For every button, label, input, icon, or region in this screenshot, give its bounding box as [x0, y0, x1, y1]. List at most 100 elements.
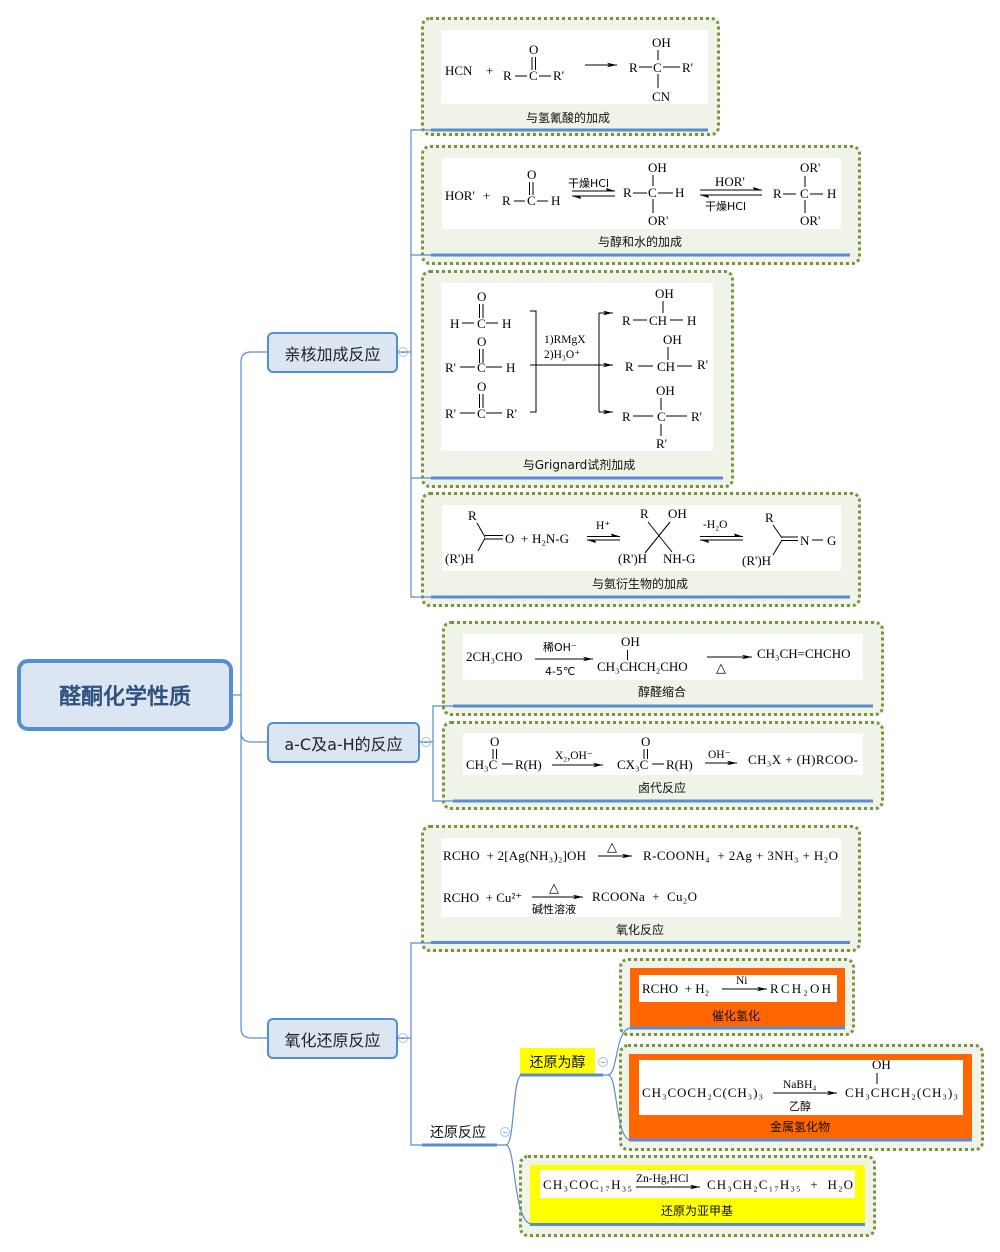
main-trunk-connector — [240, 351, 267, 1039]
card-caption: 催化氢化 — [712, 1008, 760, 1023]
atom-g: G — [827, 533, 836, 548]
arrow-condition-below: 碱性溶液 — [532, 902, 576, 916]
atom-h: H — [551, 193, 560, 208]
card-caption: 卤代反应 — [638, 780, 686, 795]
card-hcn-addition[interactable]: HCN + R C R' O R C R' OH — [421, 17, 720, 136]
ketone-structure: O R' C R' — [445, 379, 517, 421]
metal-hydride-equation: CH₃COCH₂C(CH₃)₃ NaBH₄ 乙醇 OH CH₃CHCH₂(CH₃… — [629, 1054, 972, 1142]
bond-line — [477, 537, 486, 552]
products: RCOONa + Cu₂O — [592, 889, 697, 904]
group-oh: OH — [668, 506, 687, 521]
card-aldol-condensation[interactable]: 2CH₃CHO 稀OH⁻ 4-5℃ OH CH₃CHCH₂CHO △ CH₃CH… — [442, 621, 884, 716]
topic-underline — [431, 253, 850, 257]
group-oh: OH — [621, 634, 640, 649]
heat-symbol: △ — [716, 660, 726, 675]
atom-r-prime: R' — [682, 60, 693, 75]
arrow-condition: H⁺ — [596, 520, 610, 532]
root-topic[interactable]: 醛酮化学性质 — [17, 659, 233, 731]
topic-redox[interactable]: 氧化还原反应 — [267, 1018, 398, 1059]
collapse-toggle-redox[interactable] — [398, 1033, 408, 1043]
atom-left: R' — [445, 360, 456, 375]
arrow-condition-below: 乙醇 — [789, 1099, 811, 1113]
reactant-bracket — [530, 310, 537, 413]
collapse-toggle-reduce-to-alcohol[interactable] — [598, 1057, 608, 1067]
oxidation-equations: RCHO + 2[Ag(NH₃)₂]OH △ R-COONH₄ + 2Ag + … — [431, 838, 850, 944]
atom-center: CH — [649, 313, 667, 328]
collapse-toggle-nucleophilic[interactable] — [398, 347, 408, 357]
card-halogenation[interactable]: CH₃C O R(H) X₂,OH⁻ CX₃C O R(H) OH⁻ CH₃X … — [442, 721, 884, 810]
card-caption: 与醇和水的加成 — [598, 234, 682, 249]
atom-c: C — [527, 193, 536, 208]
topic-reduction[interactable]: 还原反应 — [424, 1122, 492, 1142]
aldehyde-structure: O R' C H — [445, 334, 515, 375]
equilibrium-arrow-1: 干燥HCl — [568, 177, 615, 199]
alcohol-addition-equation: HOR' + R C H O 干燥HCl R C — [431, 158, 850, 257]
card-caption: 醇醛缩合 — [638, 684, 686, 699]
reagent-amine: H₂N-G — [532, 531, 569, 546]
ketone-structure: R C R' O — [503, 42, 564, 83]
group-rh: (R')H — [618, 551, 647, 566]
atom-right: H — [506, 360, 515, 375]
topic-label: a-C及a-H的反应 — [284, 734, 403, 754]
topic-underline — [453, 799, 873, 803]
group-oh: OH — [872, 1057, 891, 1072]
atom-c: C — [529, 68, 538, 83]
root-topic-label: 醛酮化学性质 — [58, 685, 191, 710]
heat-symbol: △ — [607, 839, 617, 854]
atom-c: C — [477, 360, 486, 375]
atom-right: H — [502, 316, 511, 331]
atom-c: C — [800, 186, 809, 201]
atom-o: O — [477, 289, 486, 304]
atom-r: R — [773, 186, 782, 201]
topic-nucleophilic-addition[interactable]: 亲核加成反应 — [267, 332, 398, 373]
group-or: OR' — [648, 213, 668, 228]
topic-label: 还原反应 — [430, 1125, 486, 1141]
group-oh: OH — [648, 160, 667, 175]
atom-center: C — [657, 409, 666, 424]
carbonyl-structure: R O (R')H — [445, 508, 514, 566]
atom-left: R — [625, 359, 634, 374]
group-cn: CN — [652, 89, 671, 104]
condition-step-1: 1)RMgX — [544, 334, 586, 346]
card-caption: 与Grignard试剂加成 — [523, 457, 635, 472]
topic-reduce-to-alcohol[interactable]: 还原为醇 — [520, 1048, 595, 1075]
topic-underline — [431, 941, 850, 944]
group-oh: OH — [652, 35, 671, 50]
group-right: R(H) — [515, 757, 542, 772]
group-nhg: NH-G — [663, 551, 696, 566]
atom-bottom: R' — [656, 436, 667, 451]
topic-underline — [530, 1223, 865, 1226]
card-alcohol-addition[interactable]: HOR' + R C H O 干燥HCl R C — [421, 145, 861, 265]
card-caption: 与氨衍生物的加成 — [592, 576, 688, 591]
equation-panel — [540, 1170, 855, 1198]
reactants: RCHO + H₂ — [642, 981, 709, 996]
hydrogenation-equation: RCHO + H₂ Ni RCH₂OH 催化氢化 — [630, 968, 845, 1030]
grignard-equation: O H C H O R' C H O — [431, 283, 723, 480]
atom-c: C — [477, 316, 486, 331]
collapse-toggle-alpha[interactable] — [421, 737, 431, 747]
atom-r: R — [503, 68, 512, 83]
trihalo-ketone-structure: CX₃C O R(H) — [617, 734, 693, 772]
topic-alpha-reactions[interactable]: a-C及a-H的反应 — [267, 722, 420, 763]
atom-center: CH — [657, 359, 675, 374]
card-reduce-to-methylene[interactable]: CH₃COC₁₇H₃₅ Zn-Hg,HCl CH₃CH₂C₁₇H₃₅ + H₂O… — [519, 1155, 876, 1237]
collapse-toggle-reduction[interactable] — [500, 1127, 510, 1137]
card-caption: 氧化反应 — [616, 922, 664, 937]
card-amine-addition[interactable]: R O (R')H + H₂N-G H⁺ R OH (R')H — [421, 492, 861, 607]
topic-underline — [431, 128, 708, 132]
atom-left: R' — [445, 406, 456, 421]
atom-right: H — [687, 313, 696, 328]
formaldehyde-structure: O H C H — [450, 289, 511, 331]
card-caption: 与氢氰酸的加成 — [526, 110, 610, 125]
tertiary-alcohol-structure: OH R C R' R' — [622, 383, 702, 451]
reactant: CH₃COC₁₇H₃₅ — [543, 1177, 632, 1192]
equation-panel — [442, 505, 841, 571]
card-catalytic-hydrogenation[interactable]: RCHO + H₂ Ni RCH₂OH 催化氢化 — [619, 958, 855, 1036]
carbinolamine-structure: R OH (R')H NH-G — [618, 506, 696, 566]
arrow-condition-above: HOR' — [715, 174, 745, 189]
card-oxidation[interactable]: RCHO + 2[Ag(NH₃)₂]OH △ R-COONH₄ + 2Ag + … — [421, 825, 861, 952]
card-metal-hydride[interactable]: CH₃COCH₂C(CH₃)₃ NaBH₄ 乙醇 OH CH₃CHCH₂(CH₃… — [619, 1044, 984, 1151]
atom-r: R — [765, 510, 774, 525]
card-grignard-addition[interactable]: O H C H O R' C H O — [421, 270, 734, 488]
reagent-alcohol: HOR' — [445, 188, 475, 203]
